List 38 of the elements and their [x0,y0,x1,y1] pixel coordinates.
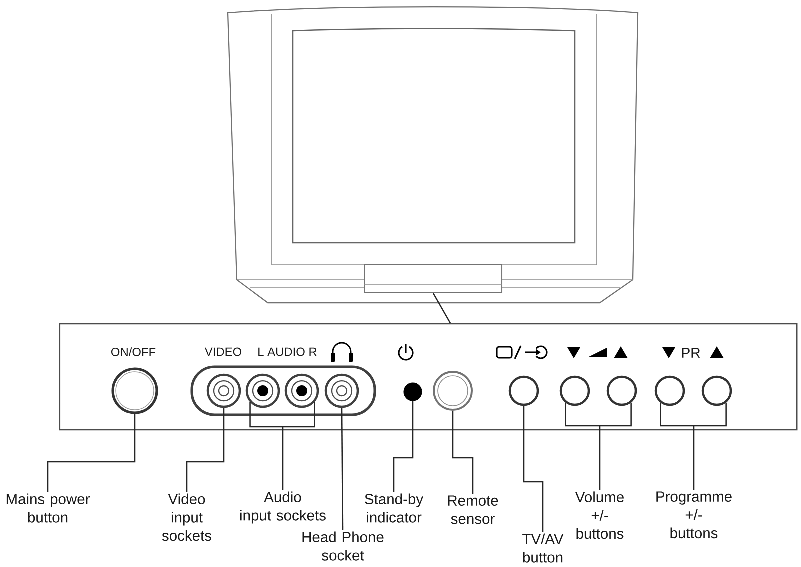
callout-label: Remote sensor [448,496,498,524]
standby-light [404,382,422,402]
callout-label: Volume +/- buttons [575,492,624,540]
power-button [112,368,158,414]
tv-av-button [508,376,540,406]
panel-label: PR [682,348,700,358]
leader-line [47,414,136,492]
audio-socket [246,374,280,408]
tv-drawing [227,6,639,304]
callout-label: Video input sockets [162,494,212,542]
volume-button [606,376,638,406]
callout-label: Audio input sockets [240,492,326,524]
callout-label: Programme +/- buttons [656,492,732,539]
leader-line [432,293,452,324]
programme-button [702,376,732,406]
leader-line [341,408,344,530]
leader-line [660,402,727,491]
leader-line [523,406,544,532]
audio-socket [284,374,320,408]
panel-label: L AUDIO R [258,348,317,356]
programme-button [654,376,686,406]
remote-sensor [433,371,473,411]
volume-button [560,376,590,406]
video-socket [206,374,242,408]
callout-label: TV/AV button [522,534,564,563]
leader-line [452,411,474,494]
callout-label: Mains power button [6,494,90,523]
leader-line [565,402,632,491]
headphone-socket [324,374,360,408]
callout-label: Head Phone socket [302,532,384,561]
panel-label: ON/OFF [112,348,156,356]
control-panel [59,323,798,431]
leader-line [393,401,414,492]
leader-line [186,408,225,492]
panel-label: VIDEO [204,348,242,356]
control-door [364,264,503,294]
leader-line [250,402,316,491]
callout-label: Stand-by indicator [365,494,424,523]
